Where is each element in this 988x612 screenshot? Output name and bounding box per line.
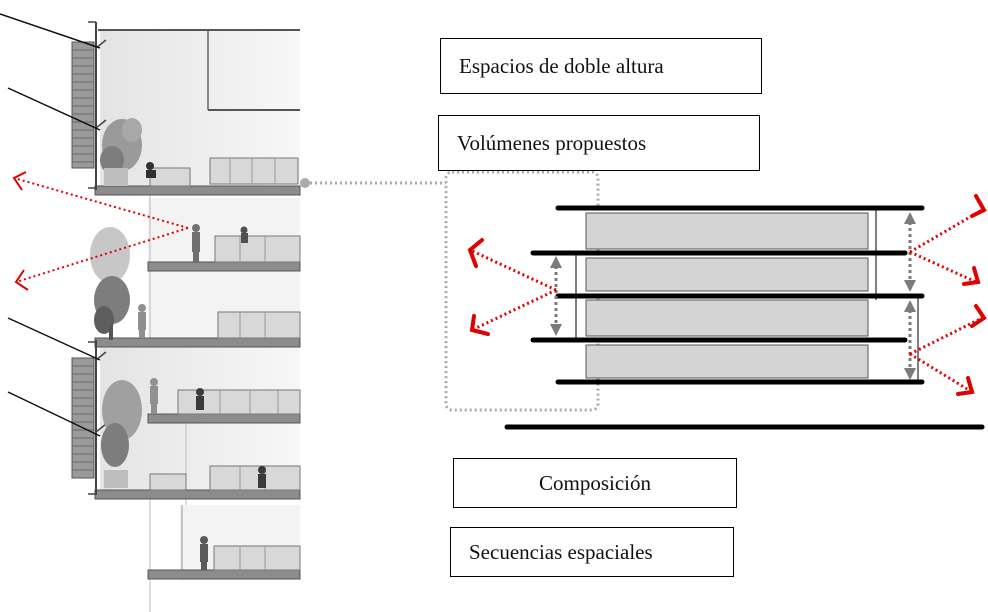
label-composicion-text: Composición [538,470,651,495]
double-headed-arrow-icon [904,212,916,224]
selection-frame [444,170,600,412]
chevron-arrow-icon [12,171,27,191]
person-icon [150,378,158,414]
slab-3 [94,337,301,348]
person-icon [196,388,204,410]
chevron-arrow-icon [14,269,29,291]
sun-lines [0,13,101,437]
louver-upper [71,41,95,169]
chevron-arrow-icon [956,376,975,396]
tree-icon [100,118,142,186]
label-doble-altura-text: Espacios de doble altura [459,53,664,78]
tree-icon [101,380,142,488]
chevron-arrow-icon [469,314,490,336]
slab-lines [504,205,985,430]
label-volumenes: Volúmenes propuestos [438,115,760,171]
schematic-diagram [444,170,987,430]
person-icon [146,162,156,178]
chevron-arrow-icon [970,304,987,328]
slab-6 [147,569,301,580]
chevron-arrow-icon [467,238,484,268]
slab-4 [147,413,301,424]
connector-dot [300,178,310,188]
double-headed-arrow-icon [904,300,916,312]
view-lines-right [469,208,983,394]
label-doble-altura: Espacios de doble altura [440,38,762,94]
volume-2 [585,257,869,292]
slab-5 [94,489,301,500]
label-secuencias-text: Secuencias espaciales [469,539,653,564]
person-icon [138,304,146,338]
building-section [0,13,446,612]
label-secuencias: Secuencias espaciales [450,527,734,577]
volumes [585,212,869,379]
label-volumenes-text: Volúmenes propuestos [457,130,647,155]
person-icon [200,536,208,570]
view-lines-left [13,177,189,283]
volume-4 [585,344,869,379]
volume-3 [585,299,869,337]
slab-1 [94,185,301,196]
label-composicion: Composición [453,458,737,508]
chevron-arrow-icon [970,194,987,218]
slab-2 [147,261,301,272]
louver-lower [71,357,95,479]
volume-1 [585,212,869,250]
person-icon [192,224,200,262]
person-icon [240,226,248,243]
tree-icon [90,227,130,340]
double-headed-arrow-icon [550,256,562,268]
chevron-arrow-icon [962,266,981,286]
person-icon [258,466,266,488]
office-furniture [149,157,301,571]
